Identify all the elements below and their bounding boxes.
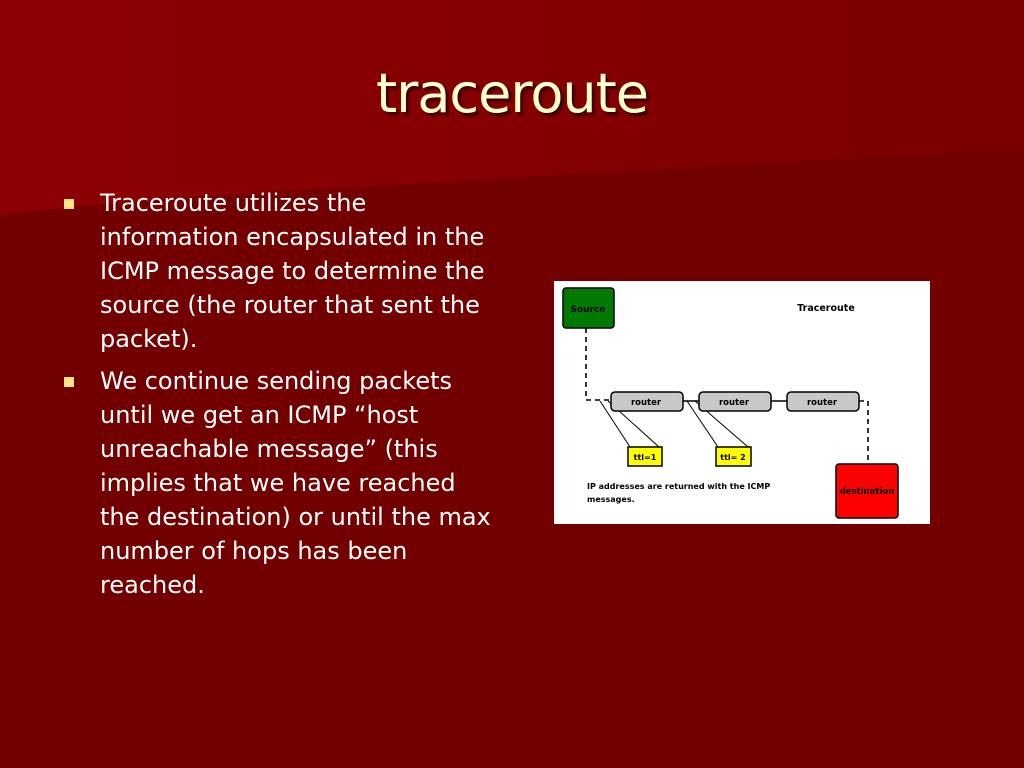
bullet-text: We continue sending packets until we get… xyxy=(100,367,491,599)
ttl-label: ttl= 2 xyxy=(720,453,745,462)
ttl-box xyxy=(627,446,663,467)
note-line: IP addresses are returned with the ICMP xyxy=(587,482,770,491)
traceroute-diagram: Source Traceroute router router router t… xyxy=(554,281,930,524)
source-connector xyxy=(585,328,611,401)
destination-box xyxy=(835,463,899,519)
diagram-heading: Traceroute xyxy=(797,303,855,314)
destination-label: destination xyxy=(840,487,895,497)
square-bullet-icon xyxy=(64,377,74,387)
source-box xyxy=(562,287,615,329)
router-box xyxy=(610,391,684,412)
source-label: Source xyxy=(571,305,606,315)
router-box xyxy=(698,391,772,412)
square-bullet-icon xyxy=(64,199,74,209)
bullet-list: Traceroute utilizes the information enca… xyxy=(62,186,502,610)
ttl-box xyxy=(715,446,752,467)
bullet-item: We continue sending packets until we get… xyxy=(62,364,502,602)
router-label: router xyxy=(631,398,662,408)
note-line: messages. xyxy=(587,495,635,504)
ttl-label: ttl=1 xyxy=(634,453,657,462)
slide-title: traceroute xyxy=(375,62,649,125)
bullet-text: Traceroute utilizes the information enca… xyxy=(100,189,485,353)
bullet-item: Traceroute utilizes the information enca… xyxy=(62,186,502,356)
callout-line xyxy=(686,400,719,448)
destination-connector xyxy=(859,400,869,463)
router-box xyxy=(786,391,860,412)
router-label: router xyxy=(807,398,838,408)
callout-line xyxy=(599,400,631,448)
router-label: router xyxy=(719,398,750,408)
diagram-canvas: Source Traceroute router router router t… xyxy=(562,287,899,519)
